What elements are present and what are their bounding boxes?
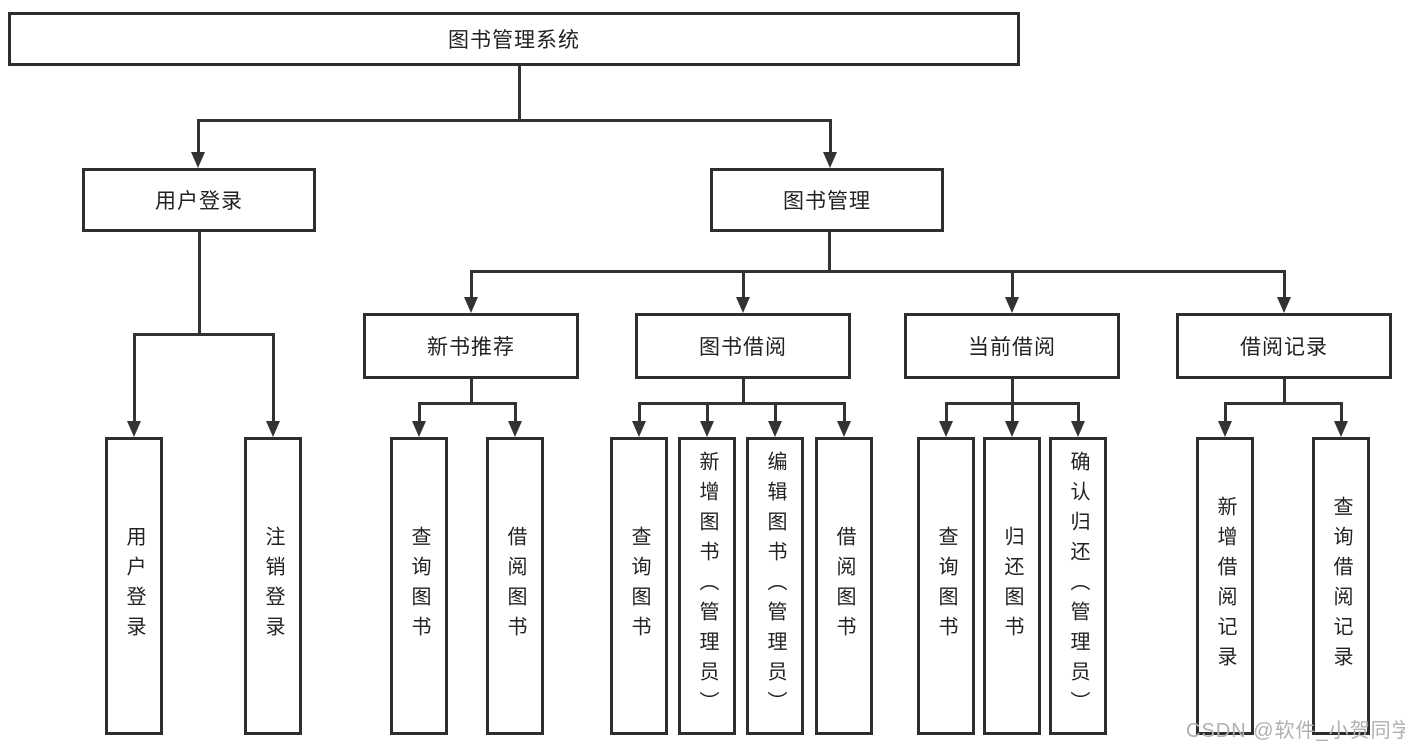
- leaf-query-books-current: 查询图书: [917, 437, 975, 735]
- edge-stem: [1077, 402, 1080, 422]
- edge-stem: [470, 270, 473, 297]
- edge-stem: [1011, 402, 1014, 422]
- node-label: 注销登录: [262, 526, 284, 646]
- leaf-borrow-books-borrowing: 借阅图书: [815, 437, 873, 735]
- edge-stem: [1224, 402, 1227, 422]
- node-new-book-recommendation: 新书推荐: [363, 313, 579, 379]
- node-borrowing-records: 借阅记录: [1176, 313, 1392, 379]
- edge-stem: [843, 402, 846, 422]
- leaf-add-borrow-record: 新增借阅记录: [1196, 437, 1254, 735]
- arrowhead-down-icon: [464, 297, 478, 313]
- edge-root-stem: [518, 66, 521, 122]
- leaf-query-books-borrowing: 查询图书: [610, 437, 668, 735]
- arrowhead-down-icon: [632, 421, 646, 437]
- node-label: 归还图书: [1001, 526, 1023, 646]
- node-label: 当前借阅: [968, 336, 1056, 359]
- arrowhead-down-icon: [736, 297, 750, 313]
- edge-stem: [774, 402, 777, 422]
- node-book-management-system: 图书管理系统: [8, 12, 1020, 66]
- node-user-login: 用户登录: [82, 168, 316, 232]
- edge-stem: [742, 270, 745, 297]
- leaf-return-books: 归还图书: [983, 437, 1041, 735]
- node-label: 新增图书（管理员）: [696, 451, 718, 721]
- node-label: 图书管理系统: [448, 29, 580, 52]
- csdn-watermark: CSDN @软件_小贺同学: [1186, 720, 1405, 742]
- edge-bar: [470, 270, 1286, 273]
- node-label: 借阅图书: [833, 526, 855, 646]
- node-label: 图书管理: [783, 190, 871, 213]
- leaf-edit-books-admin: 编辑图书（管理员）: [746, 437, 804, 735]
- edge-stem: [133, 333, 136, 423]
- arrowhead-down-icon: [266, 421, 280, 437]
- edge-bar: [418, 402, 517, 405]
- node-label: 借阅记录: [1240, 336, 1328, 359]
- node-label: 查询借阅记录: [1330, 496, 1352, 676]
- edge-stem: [706, 402, 709, 422]
- node-label: 用户登录: [155, 190, 243, 213]
- arrowhead-down-icon: [823, 152, 837, 168]
- arrowhead-down-icon: [768, 421, 782, 437]
- node-label: 新增借阅记录: [1214, 496, 1236, 676]
- node-label: 编辑图书（管理员）: [764, 451, 786, 721]
- arrowhead-down-icon: [1005, 421, 1019, 437]
- arrowhead-down-icon: [508, 421, 522, 437]
- arrowhead-down-icon: [1218, 421, 1232, 437]
- node-book-borrowing: 图书借阅: [635, 313, 851, 379]
- edge-stem: [945, 402, 948, 422]
- node-book-management: 图书管理: [710, 168, 944, 232]
- node-label: 图书借阅: [699, 336, 787, 359]
- edge-stem: [514, 402, 517, 422]
- arrowhead-down-icon: [1071, 421, 1085, 437]
- edge-stem: [418, 402, 421, 422]
- edge-stem: [1283, 379, 1286, 405]
- edge-stem: [197, 119, 200, 153]
- edge-root-bar: [197, 119, 832, 122]
- edge-stem: [1340, 402, 1343, 422]
- node-label: 确认归还（管理员）: [1067, 451, 1089, 721]
- node-label: 用户登录: [123, 526, 145, 646]
- arrowhead-down-icon: [1277, 297, 1291, 313]
- node-label: 新书推荐: [427, 336, 515, 359]
- leaf-query-borrow-record: 查询借阅记录: [1312, 437, 1370, 735]
- edge-stem: [829, 119, 832, 153]
- leaf-logout: 注销登录: [244, 437, 302, 735]
- edge-stem: [470, 379, 473, 405]
- node-current-borrowing: 当前借阅: [904, 313, 1120, 379]
- arrowhead-down-icon: [939, 421, 953, 437]
- edge-bar: [133, 333, 275, 336]
- edge-stem: [198, 232, 201, 336]
- node-label: 查询图书: [628, 526, 650, 646]
- edge-stem: [828, 232, 831, 273]
- arrowhead-down-icon: [1334, 421, 1348, 437]
- arrowhead-down-icon: [191, 152, 205, 168]
- edge-bar: [638, 402, 846, 405]
- edge-stem: [742, 379, 745, 405]
- node-label: 查询图书: [408, 526, 430, 646]
- leaf-add-books-admin: 新增图书（管理员）: [678, 437, 736, 735]
- edge-stem: [638, 402, 641, 422]
- arrowhead-down-icon: [1005, 297, 1019, 313]
- node-label: 查询图书: [935, 526, 957, 646]
- arrowhead-down-icon: [700, 421, 714, 437]
- arrowhead-down-icon: [837, 421, 851, 437]
- edge-stem: [1011, 270, 1014, 297]
- leaf-confirm-return-admin: 确认归还（管理员）: [1049, 437, 1107, 735]
- edge-stem: [1011, 379, 1014, 405]
- edge-bar: [1224, 402, 1343, 405]
- edge-stem: [272, 333, 275, 423]
- node-label: 借阅图书: [504, 526, 526, 646]
- leaf-user-login: 用户登录: [105, 437, 163, 735]
- edge-stem: [1283, 270, 1286, 297]
- arrowhead-down-icon: [412, 421, 426, 437]
- leaf-query-books-recommend: 查询图书: [390, 437, 448, 735]
- arrowhead-down-icon: [127, 421, 141, 437]
- leaf-borrow-books-recommend: 借阅图书: [486, 437, 544, 735]
